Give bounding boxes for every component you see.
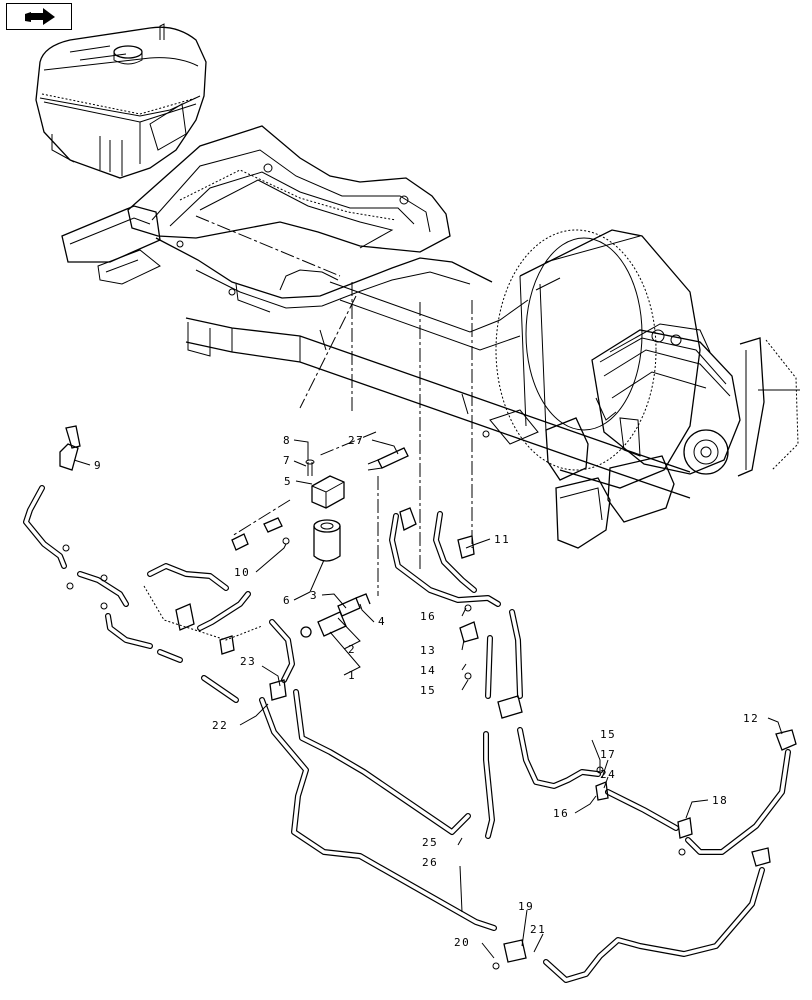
fuel-filter-group	[231, 447, 409, 638]
callout-labels: 1 2 3 4 5 6 7 8 9 10 11 12 13 14 15 15 1…	[94, 434, 759, 949]
callout-2: 2	[348, 643, 356, 656]
callout-5: 5	[284, 475, 292, 488]
callout-14: 14	[420, 664, 436, 677]
callout-1: 1	[348, 669, 356, 682]
callout-21: 21	[530, 923, 546, 936]
callout-27: 27	[348, 434, 364, 447]
callout-leaders	[73, 439, 783, 959]
callout-16-b: 16	[553, 807, 569, 820]
callout-3: 3	[310, 589, 318, 602]
callout-11: 11	[494, 533, 510, 546]
callout-13: 13	[420, 644, 436, 657]
engine-assembly	[495, 229, 800, 489]
arrow-right-icon	[25, 8, 55, 25]
next-page-button[interactable]	[6, 3, 72, 30]
callout-23: 23	[240, 655, 256, 668]
assembly-leaders	[195, 215, 473, 596]
callout-12: 12	[743, 712, 759, 725]
callout-24: 24	[600, 768, 616, 781]
callout-9: 9	[94, 459, 102, 472]
callout-26: 26	[422, 856, 438, 869]
callout-6: 6	[283, 594, 291, 607]
callout-25: 25	[422, 836, 438, 849]
callout-19: 19	[518, 900, 534, 913]
callout-18: 18	[712, 794, 728, 807]
callout-20: 20	[454, 936, 470, 949]
fuel-tank	[35, 23, 207, 179]
callout-22: 22	[212, 719, 228, 732]
callout-4: 4	[378, 615, 386, 628]
callout-17: 17	[600, 748, 616, 761]
callout-7: 7	[283, 454, 291, 467]
chassis-frame	[61, 125, 691, 549]
callout-15-a: 15	[420, 684, 436, 697]
fuel-hoses	[23, 425, 797, 983]
callout-10: 10	[234, 566, 250, 579]
callout-8: 8	[283, 434, 291, 447]
callout-15-b: 15	[600, 728, 616, 741]
callout-16-a: 16	[420, 610, 436, 623]
